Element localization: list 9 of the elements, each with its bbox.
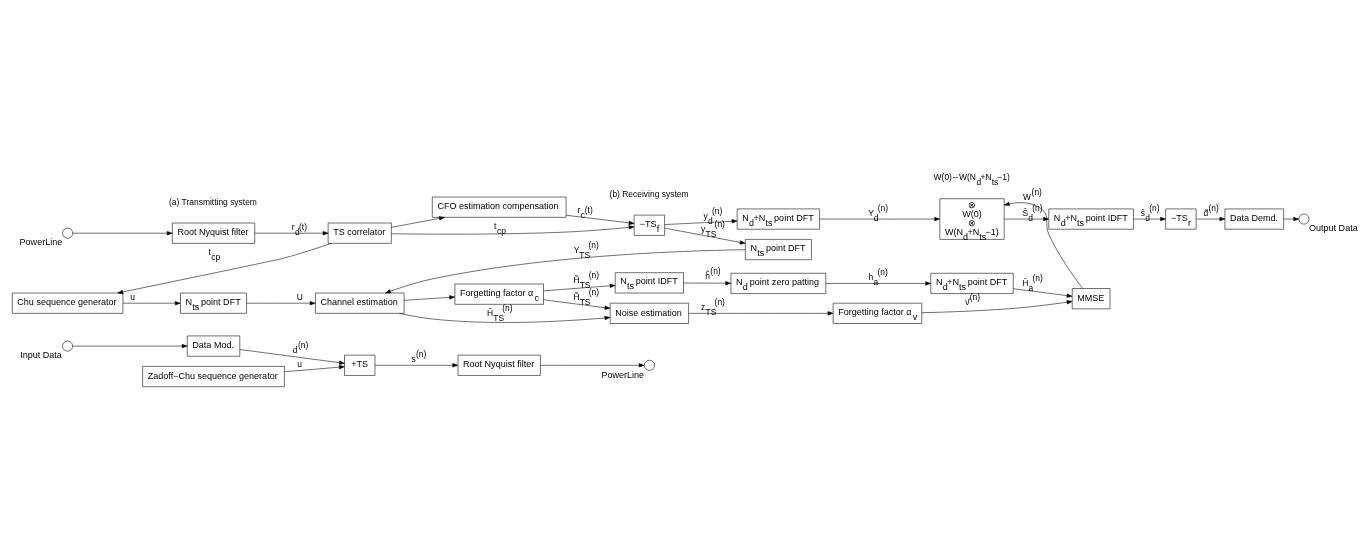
- edge-label: u: [130, 291, 135, 302]
- label: (b) Receiving system: [609, 188, 689, 199]
- edge-label: u: [297, 358, 303, 369]
- node-label: PowerLine: [601, 369, 644, 380]
- node-label: Output Data: [1309, 222, 1358, 233]
- node-label: Input Data: [20, 349, 62, 360]
- label: (a) Transmitting system: [168, 196, 257, 207]
- node-label: PowerLine: [19, 236, 63, 247]
- edge-label: U: [296, 291, 303, 302]
